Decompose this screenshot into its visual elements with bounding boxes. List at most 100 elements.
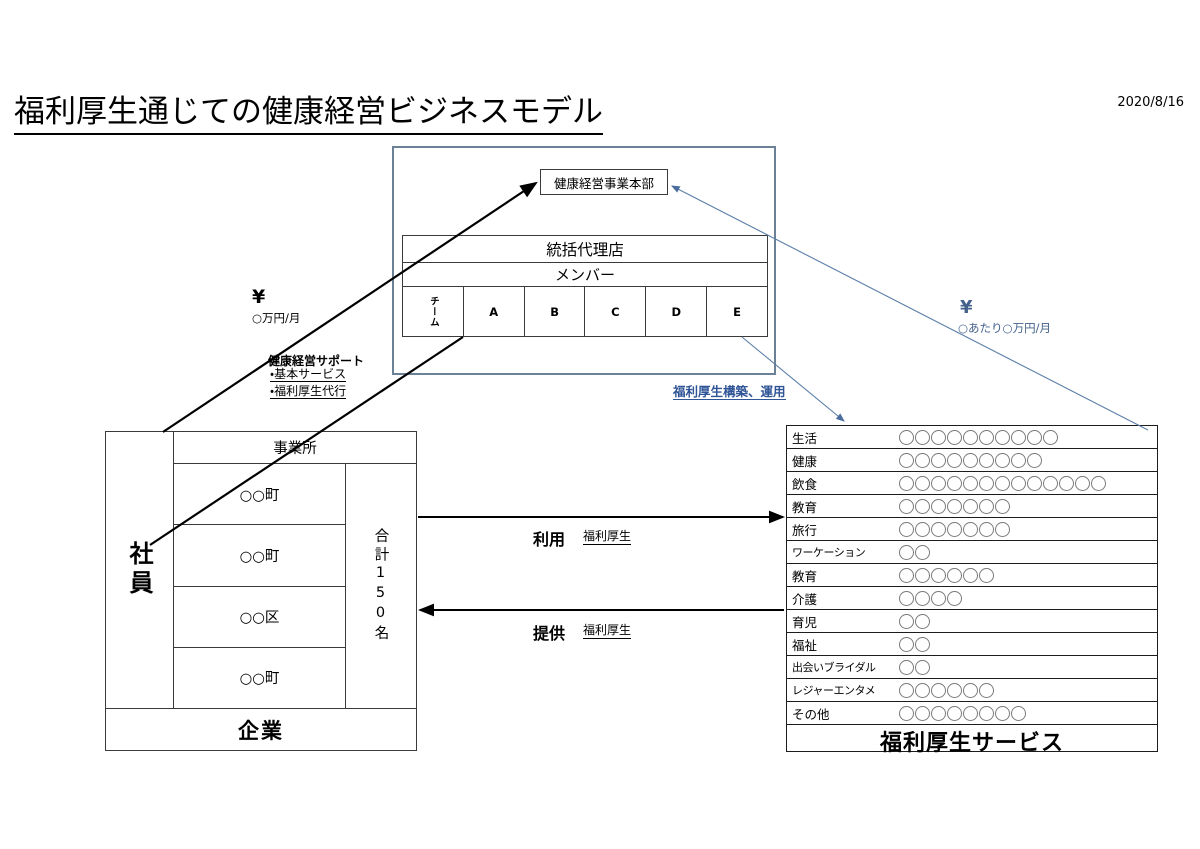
office-item-label: ○○町	[239, 671, 280, 688]
service-row-circles	[899, 429, 1058, 445]
circle-icon	[899, 429, 914, 445]
circle-icon	[979, 521, 994, 537]
service-row[interactable]: 福祉	[787, 633, 1157, 656]
team-cell-b[interactable]: B	[525, 287, 586, 336]
circle-icon	[915, 705, 930, 721]
service-row-circles	[899, 544, 930, 560]
circle-icon	[1027, 475, 1042, 491]
circle-icon	[1091, 475, 1106, 491]
circle-icon	[899, 682, 914, 698]
office-header-label: 事業所	[273, 441, 317, 457]
service-row[interactable]: レジャーエンタメ	[787, 679, 1157, 702]
circle-icon	[979, 567, 994, 583]
circle-icon	[947, 567, 962, 583]
health-management-hq-box[interactable]: 健康経営事業本部	[540, 169, 668, 195]
circle-icon	[947, 521, 962, 537]
service-row-label: その他	[792, 706, 830, 722]
agency-member-row: メンバー	[403, 263, 767, 287]
service-row-circles	[899, 636, 930, 652]
right-yen-amount: ○あたり○万円/月	[958, 321, 1051, 335]
office-item[interactable]: ○○町	[174, 648, 345, 708]
office-item[interactable]: ○○町	[174, 464, 345, 526]
service-row[interactable]: 生活	[787, 426, 1157, 449]
circle-icon	[1011, 705, 1026, 721]
office-item[interactable]: ○○町	[174, 525, 345, 587]
general-agency-table: 統括代理店 メンバー チーム A B C D E	[402, 235, 768, 337]
circle-icon	[963, 705, 978, 721]
service-row-label: 介護	[792, 591, 818, 607]
circle-icon	[899, 498, 914, 514]
service-row[interactable]: 介護	[787, 587, 1157, 610]
circle-icon	[1027, 429, 1042, 445]
company-main-area: 社員 事業所 ○○町 ○○町 ○○区 ○○町	[106, 432, 416, 708]
circle-icon	[947, 475, 962, 491]
circle-icon	[995, 452, 1010, 468]
agency-member-label: メンバー	[554, 266, 615, 284]
team-cell-c[interactable]: C	[585, 287, 647, 336]
circle-icon	[947, 682, 962, 698]
circle-icon	[899, 544, 914, 560]
circle-icon	[931, 521, 946, 537]
circle-icon	[899, 475, 914, 491]
service-row-circles	[899, 659, 930, 675]
service-row-circles	[899, 590, 962, 606]
service-row-label: 育児	[792, 614, 818, 630]
circle-icon	[1027, 452, 1042, 468]
service-row-circles	[899, 705, 1026, 721]
right-yen-symbol: ¥	[960, 297, 973, 318]
circle-icon	[995, 498, 1010, 514]
left-yen-amount: ○万円/月	[252, 311, 301, 325]
office-item[interactable]: ○○区	[174, 587, 345, 648]
circle-icon	[1075, 475, 1090, 491]
circle-icon	[1011, 452, 1026, 468]
service-row-label: 飲食	[792, 476, 818, 492]
total-headcount-cell: 合計150名	[346, 464, 416, 708]
circle-icon	[979, 452, 994, 468]
team-cell-e-label: E	[733, 304, 741, 319]
circle-icon	[931, 705, 946, 721]
provide-flow-label: 提供	[533, 624, 566, 643]
team-cell-b-label: B	[550, 304, 559, 319]
team-cell-d[interactable]: D	[646, 287, 708, 336]
service-row[interactable]: 飲食	[787, 472, 1157, 495]
circle-icon	[995, 475, 1010, 491]
circle-icon	[1059, 475, 1074, 491]
service-row-circles	[899, 613, 930, 629]
team-cell-d-label: D	[671, 304, 681, 319]
circle-icon	[963, 452, 978, 468]
office-item-label: ○○区	[239, 610, 280, 627]
circle-icon	[931, 567, 946, 583]
service-row-label: レジャーエンタメ	[792, 684, 876, 697]
team-cell-header-label: チーム	[427, 295, 439, 328]
circle-icon	[899, 659, 914, 675]
service-row-circles	[899, 498, 1010, 514]
service-row[interactable]: その他	[787, 702, 1157, 725]
circle-icon	[947, 590, 962, 606]
welfare-services-table: 生活健康飲食教育旅行ワーケーション教育介護育児福祉出会いブライダルレジャーエンタ…	[786, 425, 1158, 756]
circle-icon	[899, 636, 914, 652]
circle-icon	[899, 567, 914, 583]
team-cell-a[interactable]: A	[464, 287, 525, 336]
circle-icon	[915, 521, 930, 537]
team-cell-e[interactable]: E	[707, 287, 767, 336]
service-row[interactable]: 旅行	[787, 518, 1157, 541]
employee-label: 社員	[125, 541, 153, 599]
agency-team-row: チーム A B C D E	[403, 287, 767, 336]
use-flow-label: 利用	[533, 530, 566, 549]
team-cell-c-label: C	[611, 304, 620, 319]
circle-icon	[947, 429, 962, 445]
service-row-circles	[899, 452, 1042, 468]
welfare-build-operation-label: 福利厚生構築、運用	[673, 384, 786, 401]
service-row[interactable]: 健康	[787, 449, 1157, 472]
agency-header-label: 統括代理店	[546, 241, 624, 259]
service-row-circles	[899, 475, 1106, 491]
service-row[interactable]: 育児	[787, 610, 1157, 633]
circle-icon	[915, 636, 930, 652]
total-headcount-label: 合計150名	[372, 528, 389, 644]
service-row[interactable]: 出会いブライダル	[787, 656, 1157, 679]
team-cell-header[interactable]: チーム	[403, 287, 464, 336]
service-row[interactable]: 教育	[787, 564, 1157, 587]
service-row[interactable]: 教育	[787, 495, 1157, 518]
service-row[interactable]: ワーケーション	[787, 541, 1157, 564]
welfare-services-rows: 生活健康飲食教育旅行ワーケーション教育介護育児福祉出会いブライダルレジャーエンタ…	[787, 426, 1157, 725]
